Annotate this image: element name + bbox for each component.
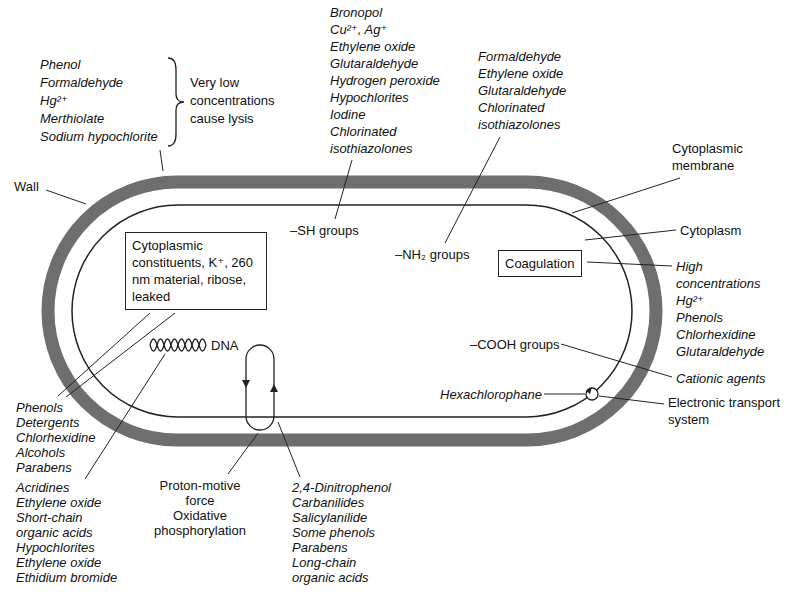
- agent-name: Iodine: [330, 106, 365, 123]
- arrowhead: [586, 387, 592, 394]
- agent-name: Merthiolate: [40, 110, 104, 128]
- leader-line: [160, 150, 163, 171]
- agent-name: Ethidium bromide: [16, 570, 117, 585]
- agent-name: Carbanilides: [292, 495, 364, 510]
- target-label: –SH groups: [290, 222, 359, 239]
- effect-note: Very low concentrations cause lysis: [190, 74, 290, 128]
- agent-name: Sodium hypochlorite: [40, 128, 158, 146]
- leader-line: [585, 230, 676, 240]
- dna-helix: [150, 339, 206, 351]
- agent-name: Cu²⁺, Ag⁺: [330, 21, 387, 38]
- leader-line: [66, 313, 175, 397]
- arrowhead: [242, 380, 250, 388]
- agent-name: Parabens: [292, 540, 348, 555]
- agent-name: Ethylene oxide: [16, 555, 101, 570]
- cell-wall: [48, 182, 656, 440]
- agent-name: Chlorhexidine: [16, 430, 96, 445]
- agent-name: Parabens: [16, 460, 72, 475]
- agent-name: Ethylene oxide: [16, 495, 101, 510]
- agent-name: Acridines: [16, 480, 69, 495]
- agent-name: 2,4-Dinitrophenol: [292, 480, 391, 495]
- agent-name: Long-chain organic acids: [292, 555, 387, 585]
- proton-loop: [246, 345, 274, 430]
- leader-line: [228, 433, 258, 474]
- agent-name: Ethylene oxide: [330, 38, 415, 55]
- leader-line: [561, 344, 672, 377]
- brace: [168, 58, 184, 146]
- part-label: Electronic transport system: [668, 394, 790, 428]
- agent-name: Formaldehyde: [478, 48, 561, 65]
- agent-name: Chlorhexidine: [676, 326, 756, 343]
- leakage-box: Cytoplasmic constituents, K⁺, 260 nm mat…: [125, 232, 267, 310]
- agent-name: Detergents: [16, 415, 80, 430]
- agent-name: Cationic agents: [676, 370, 766, 387]
- part-label: Cytoplasm: [680, 222, 741, 239]
- leader-line: [587, 262, 672, 266]
- leader-line: [85, 354, 165, 479]
- agent-name: Formaldehyde: [40, 74, 123, 92]
- agent-name: Short-chain organic acids: [16, 510, 111, 540]
- agent-name: Hydrogen peroxide: [330, 72, 440, 89]
- agent-name: Phenols: [16, 400, 63, 415]
- leader-line: [544, 394, 585, 395]
- agent-name: Chlorinated isothiazolones: [478, 99, 573, 133]
- agent-name: Glutaraldehyde: [330, 55, 418, 72]
- dna-helix: [150, 339, 206, 351]
- agent-name: Bronopol: [330, 4, 382, 21]
- target-label: Oxidative phosphorylation: [150, 508, 250, 538]
- agent-name: Hypochlorites: [16, 540, 95, 555]
- target-label: –NH₂ groups: [395, 246, 469, 263]
- part-label: DNA: [211, 337, 238, 354]
- agent-name: Some phenols: [292, 525, 375, 540]
- leader-line: [335, 160, 352, 219]
- leader-line: [599, 396, 664, 404]
- agent-name: High concentrations: [676, 258, 776, 292]
- agent-name: Phenol: [40, 56, 80, 74]
- arrowhead: [270, 384, 278, 392]
- agent-name: Ethylene oxide: [478, 65, 563, 82]
- agent-name: Alcohols: [16, 445, 65, 460]
- effect-box: Coagulation: [498, 250, 582, 277]
- leader-line: [278, 422, 300, 477]
- agent-name: Glutaraldehyde: [478, 82, 566, 99]
- box-text: Cytoplasmic constituents, K⁺, 260 nm mat…: [132, 237, 260, 305]
- box-text: Coagulation: [505, 255, 575, 272]
- cytoplasmic-membrane: [72, 205, 632, 417]
- part-label: Cytoplasmic membrane: [672, 140, 767, 174]
- agent-name: Hexachlorophane: [440, 386, 542, 403]
- electron-transport-symbol: [586, 388, 598, 400]
- leader-line: [58, 313, 150, 396]
- target-label: Proton-motive force: [150, 478, 250, 508]
- agent-name: Chlorinated isothiazolones: [330, 123, 425, 157]
- leader-line: [46, 190, 86, 204]
- target-label: –COOH groups: [470, 336, 560, 353]
- agent-name: Glutaraldehyde: [676, 343, 764, 360]
- leader-line: [445, 137, 500, 243]
- agent-name: Hg²⁺: [676, 292, 704, 309]
- agent-name: Salicylanilide: [292, 510, 367, 525]
- agent-name: Hypochlorites: [330, 89, 409, 106]
- agent-name: Phenols: [676, 309, 723, 326]
- leader-line: [572, 178, 680, 213]
- part-label: Wall: [14, 178, 39, 196]
- agent-name: Hg²⁺: [40, 92, 68, 110]
